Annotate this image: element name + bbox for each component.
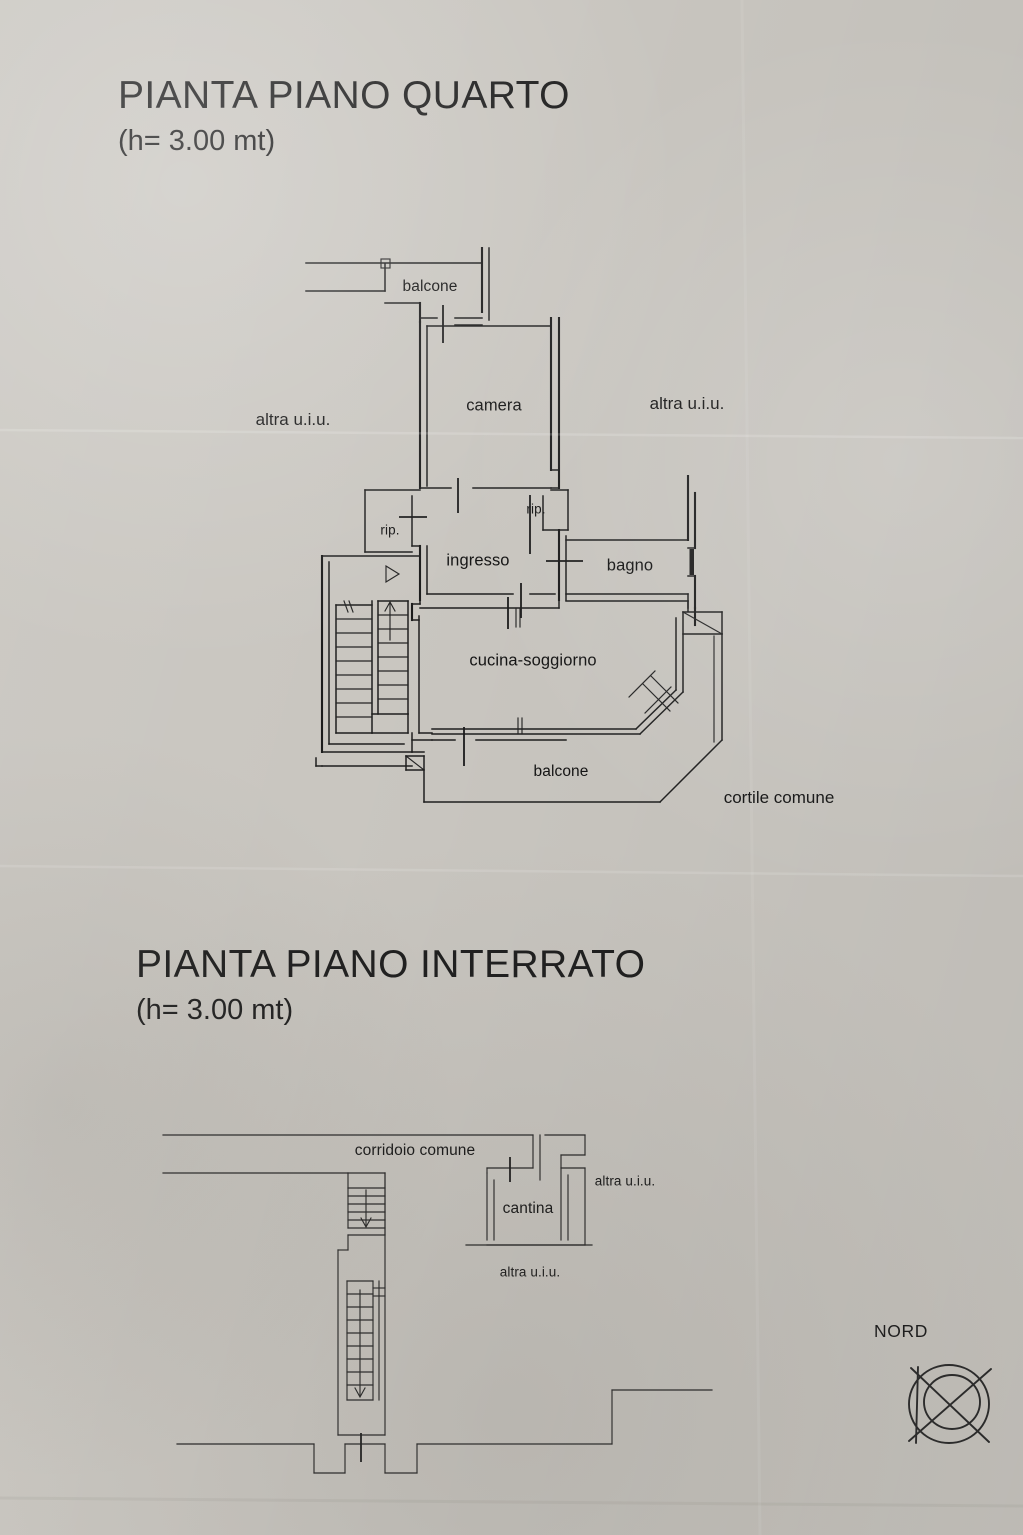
room-label-bagno: bagno [606, 556, 654, 575]
annotation-corridoio-comune: corridoio comune [354, 1142, 476, 1159]
page-title-quarto: PIANTA PIANO QUARTO [118, 74, 570, 117]
height-note-interrato: (h= 3.00 mt) [136, 993, 294, 1026]
room-label-balcone-sud: balcone [533, 763, 589, 780]
plan-title-block-quarto: PIANTA PIANO QUARTO (h= 3.00 mt) [118, 74, 570, 157]
room-label-rip-est: rip. [526, 501, 546, 517]
annotation-altra-uiu-est-interrato: altra u.i.u. [594, 1173, 656, 1189]
plan-title-block-interrato: PIANTA PIANO INTERRATO (h= 3.00 mt) [136, 943, 646, 1026]
annotation-altra-uiu-ovest-quarto: altra u.i.u. [255, 410, 331, 429]
room-label-cantina: cantina [502, 1200, 554, 1217]
annotation-altra-uiu-est-quarto: altra u.i.u. [649, 394, 725, 413]
compass-label: NORD [874, 1321, 928, 1341]
height-note-quarto: (h= 3.00 mt) [118, 124, 276, 157]
room-label-ingresso: ingresso [446, 551, 510, 570]
room-label-rip-ovest: rip. [380, 522, 400, 538]
page-title-interrato: PIANTA PIANO INTERRATO [136, 943, 646, 986]
annotation-cortile-comune: cortile comune [723, 788, 835, 807]
room-label-balcone-nord: balcone [402, 278, 458, 295]
room-label-camera: camera [466, 396, 522, 415]
annotation-altra-uiu-sud-interrato: altra u.i.u. [499, 1264, 561, 1280]
room-label-cucina-soggiorno: cucina-soggiorno [469, 651, 597, 670]
